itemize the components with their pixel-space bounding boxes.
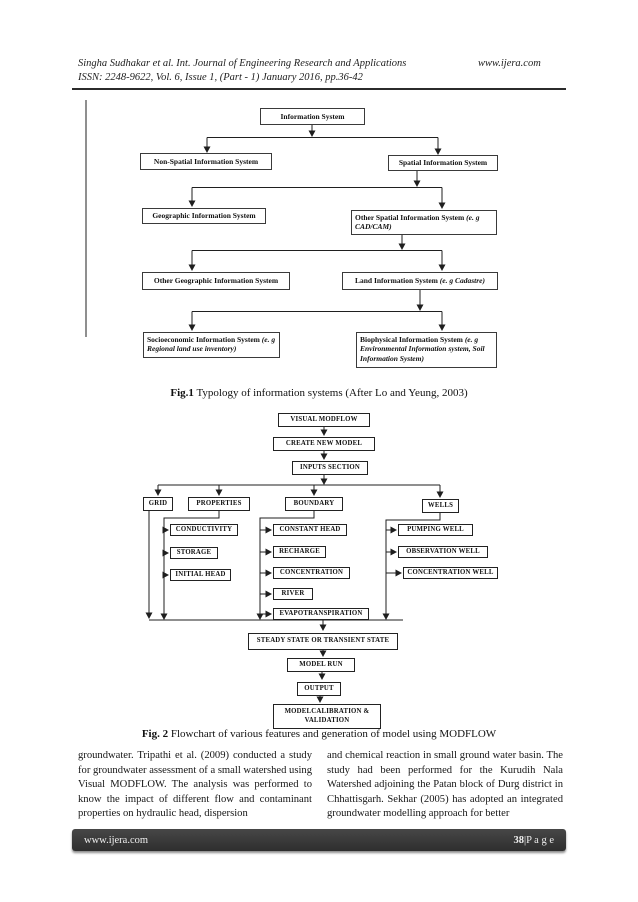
footer-page-number: 38|P a g e [513, 834, 555, 846]
header-rule [72, 88, 566, 90]
issn-line: ISSN: 2248-9622, Vol. 6, Issue 1, (Part … [78, 72, 363, 83]
fig1-node-other-spatial-information-system: Other Spatial Information System (e. g C… [351, 210, 497, 235]
fig2-node-create-new-model: CREATE NEW MODEL [273, 437, 375, 451]
fig2-node-model-run: MODEL RUN [287, 658, 355, 672]
fig2-node-pumping-well: PUMPING WELL [398, 524, 473, 536]
fig2-node-initial-head: INITIAL HEAD [170, 569, 231, 581]
fig1-node-socioeconomic-information-system: Socioeconomic Information System (e. g R… [143, 332, 280, 358]
fig1-node-non-spatial-information-system: Non-Spatial Information System [140, 153, 272, 170]
fig2-node-storage: STORAGE [170, 547, 218, 559]
body-text-column-right: and chemical reaction in small ground wa… [327, 750, 563, 819]
fig2-node-steady-state: STEADY STATE OR TRANSIENT STATE [248, 633, 398, 650]
fig1-node-spatial-information-system: Spatial Information System [388, 155, 498, 171]
figure2-modflow-flowchart: VISUAL MODFLOW CREATE NEW MODEL INPUTS S… [135, 408, 533, 729]
fig1-caption: Fig.1 Typology of information systems (A… [170, 387, 468, 399]
fig2-node-concentration: CONCENTRATION [273, 567, 350, 579]
fig2-node-constant-head: CONSTANT HEAD [273, 524, 347, 536]
fig2-node-visual-modflow: VISUAL MODFLOW [278, 413, 370, 427]
footer-site-url: www.ijera.com [84, 834, 149, 846]
fig1-node-biophysical-information-system: Biophysical Information System (e. g Env… [356, 332, 497, 368]
fig2-node-wells: WELLS [422, 499, 459, 513]
fig2-caption: Fig. 2 Flowchart of various features and… [141, 728, 497, 740]
fig2-node-model-calibration-validation: MODELCALIBRATION & VALIDATION [273, 704, 381, 729]
fig2-node-properties: PROPERTIES [188, 497, 250, 511]
fig2-node-evapotranspiration: EVAPOTRANSPIRATION [273, 608, 369, 620]
fig2-connectors [145, 427, 444, 703]
journal-title: Singha Sudhakar et al. Int. Journal of E… [78, 58, 407, 69]
fig2-node-output: OUTPUT [297, 682, 341, 696]
body-text-column-left: groundwater. Tripathi et al. (2009) cond… [78, 750, 312, 819]
fig1-connectors [85, 100, 446, 337]
fig2-node-grid: GRID [143, 497, 173, 511]
fig1-node-geographic-information-system: Geographic Information System [142, 208, 266, 224]
fig1-node-other-geographic-information-system: Other Geographic Information System [142, 272, 290, 290]
fig2-node-observation-well: OBSERVATION WELL [398, 546, 488, 558]
fig2-node-recharge: RECHARGE [273, 546, 326, 558]
fig2-node-river: RIVER [273, 588, 313, 600]
fig1-node-land-information-system: Land Information System (e. g Cadastre) [342, 272, 498, 290]
fig1-node-information-system: Information System [260, 108, 365, 125]
fig2-node-conductivity: CONDUCTIVITY [170, 524, 238, 536]
footer-bar: www.ijera.com 38|P a g e [72, 829, 566, 851]
fig2-node-inputs-section: INPUTS SECTION [292, 461, 368, 475]
figure1-typology-diagram: Information System Non-Spatial Informati… [85, 100, 565, 380]
fig2-node-boundary: BOUNDARY [285, 497, 343, 511]
fig2-node-concentration-well: CONCENTRATION WELL [403, 567, 498, 579]
header-site-url: www.ijera.com [478, 58, 541, 69]
